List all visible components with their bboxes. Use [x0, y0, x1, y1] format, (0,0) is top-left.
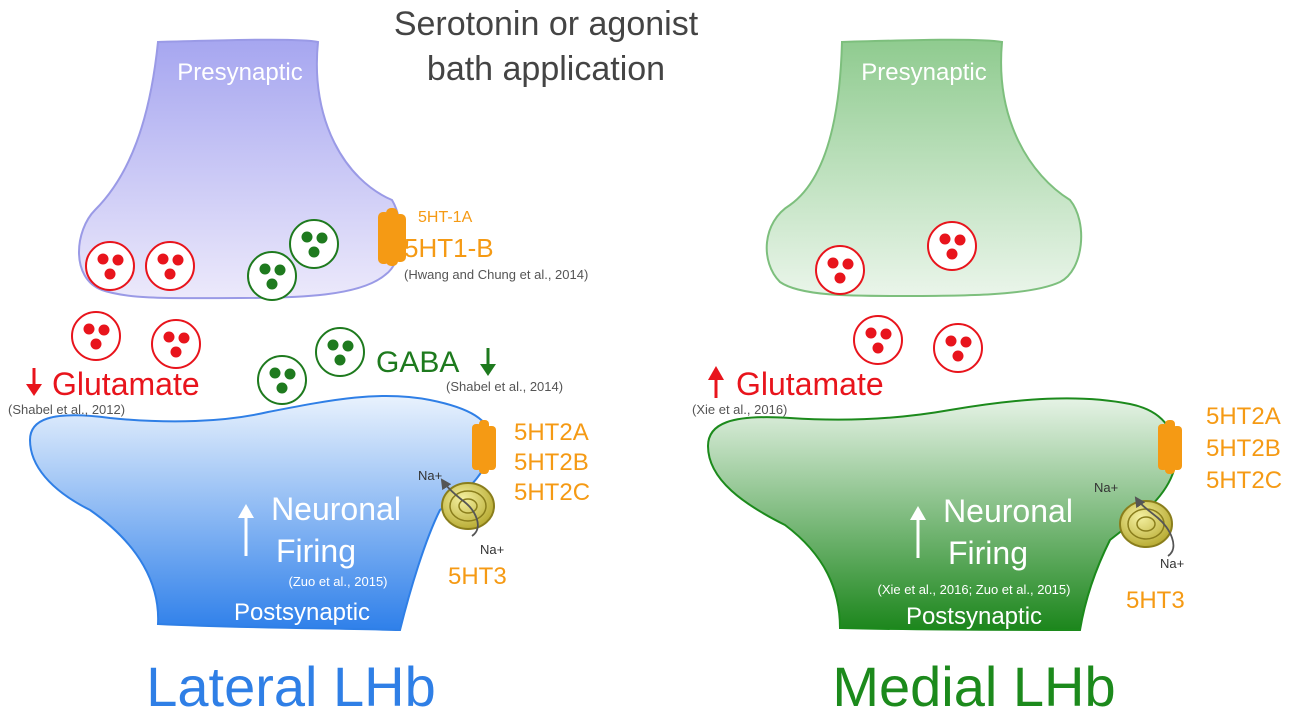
title-line-1: Serotonin or agonist — [394, 5, 699, 43]
medial-panel: Presynaptic Glutamate (Xie et al., 2016) — [692, 38, 1282, 718]
lateral-glutamate-vesicle — [145, 241, 195, 291]
lateral-postsynaptic-cell — [28, 394, 494, 632]
lateral-na-out-label: Na+ — [480, 542, 504, 557]
lateral-postsynaptic-label: Postsynaptic — [234, 599, 370, 626]
lateral-5ht1a-label: 5HT-1A — [418, 209, 473, 226]
medial-firing-up-arrow — [910, 506, 926, 558]
medial-presynaptic-label: Presynaptic — [861, 59, 986, 86]
lateral-5ht1b-label: 5HT1-B — [404, 233, 494, 263]
lateral-glutamate-down-arrow — [26, 368, 42, 396]
medial-presynaptic-terminal — [765, 38, 1083, 297]
lateral-na-influx-arrow — [440, 478, 479, 537]
lateral-glutamate-label: Glutamate — [52, 366, 200, 402]
lateral-gaba-vesicle-released — [315, 327, 365, 377]
lateral-5ht2a-label: 5HT2A — [514, 419, 589, 446]
lateral-5ht2-receptor-icon — [472, 420, 496, 474]
lateral-5ht1b-citation: (Hwang and Chung et al., 2014) — [404, 267, 588, 282]
lateral-gaba-citation: (Shabel et al., 2014) — [446, 379, 563, 394]
lateral-gaba-vesicle — [247, 251, 297, 301]
lateral-glutamate-vesicle-released — [71, 311, 121, 361]
medial-firing-line-2: Firing — [948, 535, 1028, 571]
medial-firing-citation: (Xie et al., 2016; Zuo et al., 2015) — [878, 582, 1071, 597]
medial-glutamate-vesicle-released — [933, 323, 983, 373]
medial-glutamate-vesicle-released — [853, 315, 903, 365]
medial-firing-line-1: Neuronal — [943, 493, 1073, 529]
medial-na-in-label: Na+ — [1094, 480, 1118, 495]
lateral-glutamate-vesicle — [85, 241, 135, 291]
lateral-region-label: Lateral LHb — [146, 655, 436, 718]
medial-glutamate-label: Glutamate — [736, 366, 884, 402]
lateral-panel: Presynaptic — [8, 38, 590, 718]
lateral-na-in-label: Na+ — [418, 468, 442, 483]
lateral-gaba-vesicle-released — [257, 355, 307, 405]
lateral-5ht3-label: 5HT3 — [448, 563, 507, 590]
lateral-firing-line-2: Firing — [276, 533, 356, 569]
medial-5ht2a-label: 5HT2A — [1206, 403, 1281, 430]
medial-postsynaptic-label: Postsynaptic — [906, 603, 1042, 630]
medial-glutamate-citation: (Xie et al., 2016) — [692, 402, 787, 417]
lateral-5ht1-receptor-icon — [378, 208, 406, 266]
lateral-glutamate-citation: (Shabel et al., 2012) — [8, 402, 125, 417]
medial-region-label: Medial LHb — [832, 655, 1115, 718]
lateral-presynaptic-label: Presynaptic — [177, 59, 302, 86]
medial-glutamate-up-arrow — [708, 366, 724, 398]
lateral-firing-citation: (Zuo et al., 2015) — [289, 574, 388, 589]
lateral-5ht2b-label: 5HT2B — [514, 449, 589, 476]
medial-5ht2c-label: 5HT2C — [1206, 467, 1282, 494]
lateral-glutamate-vesicle-released — [151, 319, 201, 369]
title-line-2: bath application — [427, 50, 665, 88]
lateral-gaba-down-arrow — [480, 348, 496, 376]
medial-glutamate-vesicle — [927, 221, 977, 271]
lateral-firing-line-1: Neuronal — [271, 491, 401, 527]
lateral-5ht2c-label: 5HT2C — [514, 479, 590, 506]
medial-5ht2-receptor-icon — [1158, 420, 1182, 474]
medial-na-out-label: Na+ — [1160, 556, 1184, 571]
lateral-gaba-vesicle — [289, 219, 339, 269]
medial-glutamate-vesicle — [815, 245, 865, 295]
title: Serotonin or agonist bath application — [394, 5, 699, 88]
medial-5ht2b-label: 5HT2B — [1206, 435, 1281, 462]
medial-5ht3-label: 5HT3 — [1126, 587, 1185, 614]
lateral-firing-up-arrow — [238, 504, 254, 556]
medial-na-influx-arrow — [1134, 496, 1175, 557]
lateral-gaba-label: GABA — [376, 346, 459, 379]
